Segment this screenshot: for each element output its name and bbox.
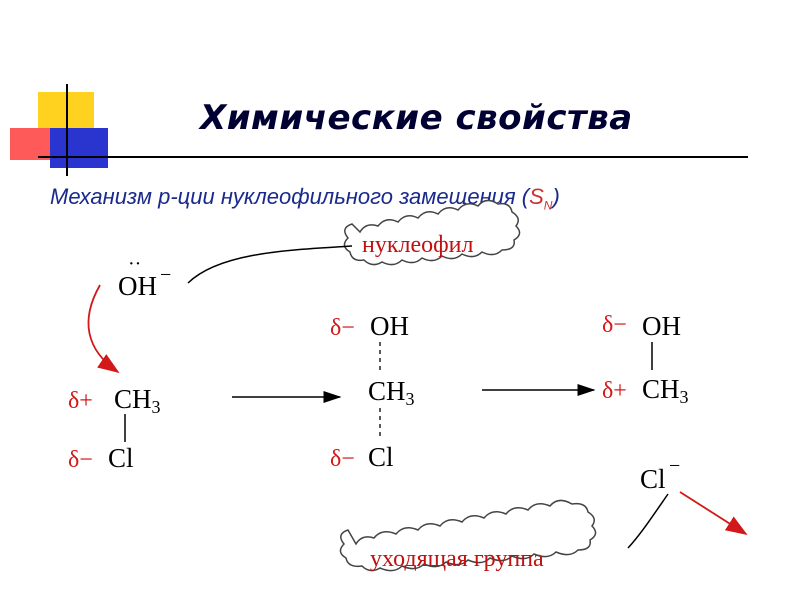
subtitle: Механизм р-ции нуклеофильного замещения … <box>50 184 560 212</box>
ch3-1: CH3 <box>114 384 161 417</box>
leaving-group-label: уходящая группа <box>370 546 544 572</box>
nucleophile-connector <box>187 245 353 284</box>
ts-ch3-sub: 3 <box>406 389 415 409</box>
delta-plus-product: δ+ <box>602 378 627 404</box>
subtitle-close: ) <box>552 184 560 209</box>
cl-1: Cl <box>108 443 134 473</box>
ts-cl: Cl <box>368 442 394 472</box>
leaving-arrow <box>679 491 748 535</box>
hydroxide-charge: − <box>160 264 171 286</box>
lone-pair: ·· <box>128 253 141 275</box>
deco-vertical-line <box>66 84 68 176</box>
ts-ch3-label: CH <box>368 376 406 406</box>
delta-minus-ts-cl: δ− <box>330 446 355 472</box>
sn-subscript: N <box>543 198 553 213</box>
hydroxide-oh: OH <box>118 271 157 301</box>
product-oh: OH <box>642 311 681 341</box>
sn-label: SN <box>529 184 553 213</box>
delta-plus-1: δ+ <box>68 388 93 414</box>
ch3-1-sub: 3 <box>152 397 161 417</box>
leaving-group-cloud: уходящая группа <box>339 499 597 572</box>
nucleophile-cloud: нуклеофил <box>343 199 521 266</box>
deco-horizontal-line <box>38 156 748 158</box>
ts-ch3: CH3 <box>368 376 415 409</box>
product-ch3: CH3 <box>642 374 689 407</box>
leaving-group-connector <box>627 493 669 549</box>
ch3-1-label: CH <box>114 384 152 414</box>
delta-minus-ts-oh: δ− <box>330 315 355 341</box>
chloride-charge: − <box>669 455 680 477</box>
product-ch3-label: CH <box>642 374 680 404</box>
nucleophile-label: нуклеофил <box>362 232 474 258</box>
delta-minus-product: δ− <box>602 312 627 338</box>
attack-arrow <box>87 284 120 374</box>
sn-letter: S <box>529 184 544 209</box>
chloride-cl: Cl <box>640 464 666 494</box>
page-title: Химические свойства <box>200 98 633 138</box>
subtitle-text: Механизм р-ции нуклеофильного замещения … <box>50 184 530 209</box>
delta-minus-1: δ− <box>68 447 93 473</box>
product-ch3-sub: 3 <box>680 387 689 407</box>
ts-oh: OH <box>370 311 409 341</box>
deco-red-square <box>10 128 54 160</box>
deco-blue-square <box>50 128 108 168</box>
